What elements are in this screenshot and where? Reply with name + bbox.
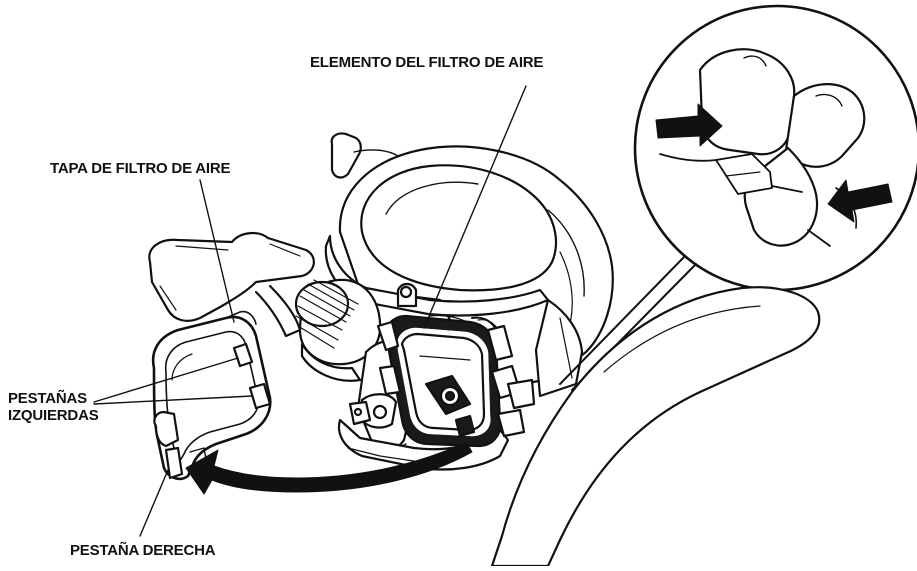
install-direction-arrow [185,441,473,495]
leader-air-filter-cover [199,179,235,323]
leader-right-tab [139,469,169,537]
fuel-cap [294,278,382,382]
leader-air-filter-element [423,85,527,329]
label-left-tabs-line2: IZQUIERDAS [8,407,99,424]
label-air-filter-cover: TAPA DE FILTRO DE AIRE [50,160,231,177]
right-tab [153,410,180,448]
engine-housing [324,132,614,398]
leader-lines [93,85,527,537]
leader-left-tab-upper [93,357,239,403]
rear-handle [148,232,315,338]
label-air-filter-element: ELEMENTO DEL FILTRO DE AIRE [310,54,544,71]
air-filter-element [376,314,536,448]
left-tab-upper [232,342,254,368]
left-tab-lower [248,382,272,410]
leader-left-tab-lower [93,395,253,405]
drive-shaft [490,286,821,568]
label-right-tab: PESTAÑA DERECHA [70,542,216,559]
label-left-tabs: PESTAÑAS IZQUIERDAS [8,390,99,424]
label-left-tabs-line1: PESTAÑAS [8,390,87,407]
